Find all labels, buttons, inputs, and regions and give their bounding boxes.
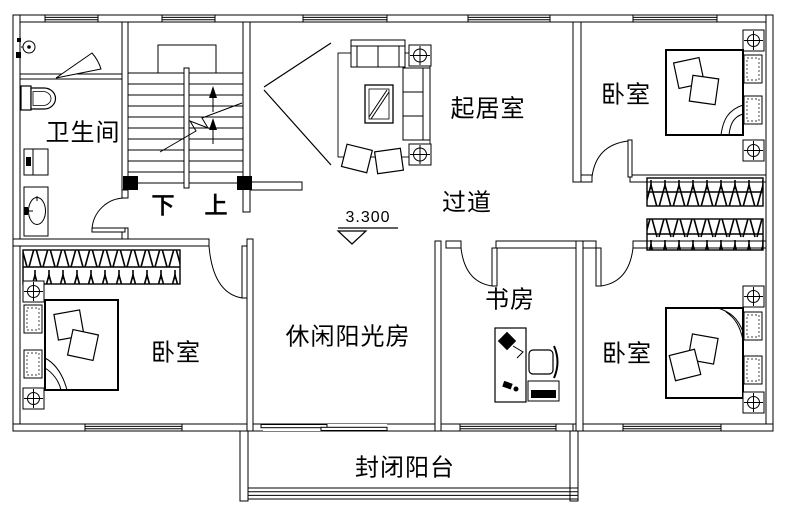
bedside-lamp-icon	[742, 29, 765, 52]
elevation-value: 3.300	[345, 209, 391, 226]
room-label-bedroom-bottom-right: 卧室	[602, 340, 652, 368]
pillow	[66, 328, 100, 362]
toilet-icon	[20, 85, 57, 111]
study-furniture	[494, 327, 560, 403]
room-label-corridor: 过道	[442, 189, 492, 217]
bedside-lamp-icon	[742, 139, 765, 162]
room-label-living-room: 起居室	[450, 95, 526, 123]
shower-door-icon	[55, 52, 102, 79]
desk-lamp-icon	[497, 331, 517, 351]
bedside-lamp-icon	[22, 387, 45, 410]
study-door	[460, 247, 498, 287]
bookshelf	[527, 380, 560, 402]
wardrobe-icon-right-top	[646, 177, 764, 207]
windows-top-wall	[44, 14, 718, 23]
sofa-three-seat	[402, 67, 431, 141]
blanket-fold	[717, 307, 744, 341]
armchair	[340, 143, 374, 174]
pillow	[668, 348, 702, 382]
bed-bottom-left	[22, 280, 119, 410]
blanket-fold	[720, 104, 744, 136]
tv-wall-lines	[263, 42, 332, 166]
room-label-bedroom-top-right: 卧室	[601, 81, 651, 109]
nightstand	[743, 95, 763, 125]
room-label-sunroom: 休闲阳光房	[285, 323, 411, 351]
bedside-lamp-icon	[742, 285, 765, 308]
corner-table-lamp-icon	[408, 44, 432, 67]
coffee-table	[364, 84, 394, 124]
nightstand	[23, 349, 43, 379]
balcony-window-band	[248, 487, 578, 500]
sink-icon	[23, 186, 49, 237]
nightstand	[23, 304, 43, 334]
bedroom-bottom-right-door	[595, 247, 634, 287]
washing-machine-icon	[23, 148, 49, 176]
bedroom-top-right-door	[591, 139, 633, 178]
bedside-lamp-icon	[742, 391, 765, 414]
sliding-door	[260, 424, 388, 431]
bathroom-fixtures	[16, 38, 57, 237]
bathroom-door	[91, 197, 126, 233]
room-label-study: 书房	[485, 286, 535, 314]
room-label-bedroom-bottom-left: 卧室	[151, 339, 201, 367]
nightstand	[743, 355, 763, 385]
bed-top-right	[665, 29, 765, 162]
staircase	[128, 44, 243, 189]
bed-bottom-right	[665, 285, 765, 414]
bedroom-bottom-left-door	[208, 245, 248, 299]
stair-up-label: 上	[204, 192, 228, 218]
office-chair	[528, 345, 559, 379]
desk-items	[502, 380, 519, 392]
windows-bottom-wall	[84, 423, 722, 432]
blanket-fold	[44, 357, 68, 391]
room-label-balcony: 封闭阳台	[355, 454, 455, 482]
wardrobe-icon-left	[22, 249, 181, 285]
corner-table-lamp-icon	[408, 143, 432, 166]
wardrobe-icon-right-bottom	[646, 218, 764, 251]
sofa-two-seat	[350, 39, 406, 68]
pillow	[688, 74, 720, 106]
shower-icon	[16, 38, 36, 58]
room-label-bathroom: 卫生间	[45, 119, 121, 147]
stair-direction-arrows	[209, 86, 217, 144]
stair-down-label: 下	[151, 192, 175, 218]
sofa-set	[263, 39, 432, 175]
armchair	[373, 147, 405, 175]
bedside-lamp-icon	[22, 280, 45, 303]
elevation-marker	[336, 227, 398, 245]
